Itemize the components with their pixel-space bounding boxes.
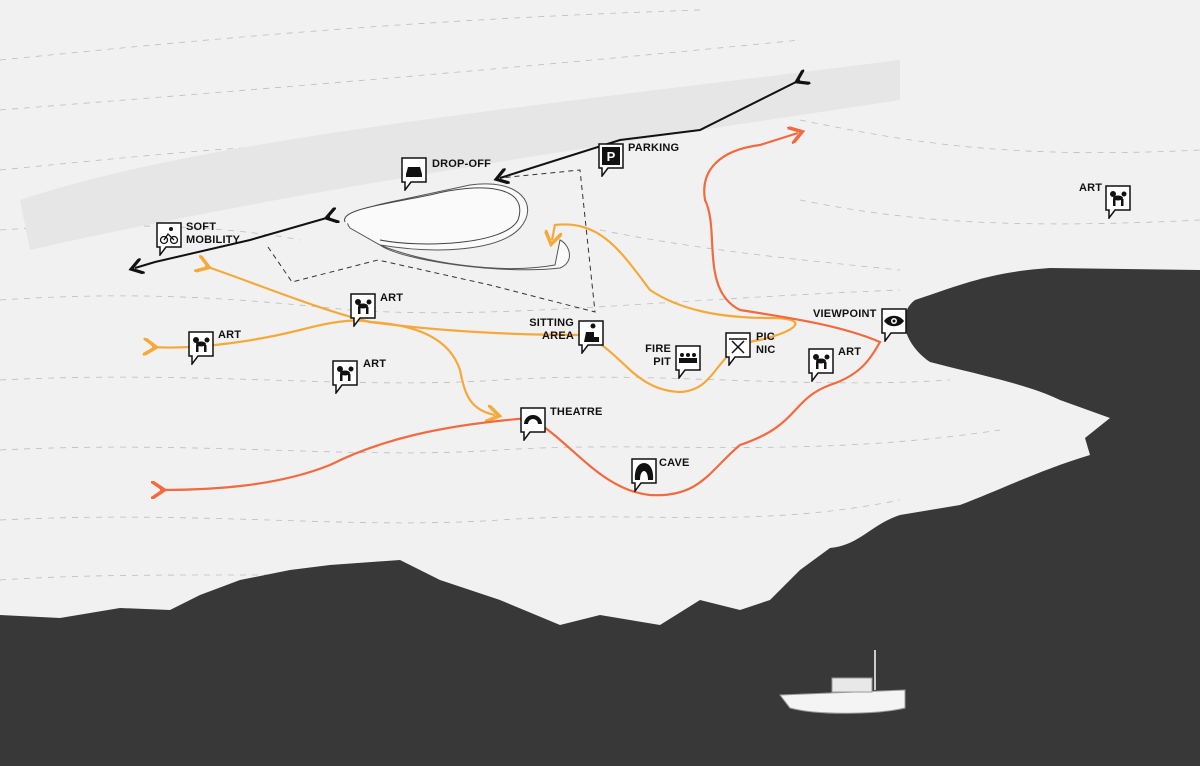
- theatre-label: THEATRE: [550, 406, 603, 418]
- viewpoint-label: VIEWPOINT: [813, 308, 877, 320]
- art-label: ART: [838, 346, 862, 358]
- cave-icon[interactable]: [631, 458, 657, 492]
- red-routes: [160, 133, 882, 495]
- car-icon[interactable]: [401, 157, 427, 191]
- eye-icon[interactable]: [881, 308, 907, 342]
- art-label: ART: [1079, 182, 1103, 194]
- bicycle-icon[interactable]: [156, 222, 182, 256]
- balloon-dog-icon[interactable]: [188, 331, 214, 365]
- balloon-dog-icon[interactable]: [350, 293, 376, 327]
- sitting-icon[interactable]: [578, 320, 604, 354]
- art-label: ART: [363, 358, 387, 370]
- drop-off-label: DROP-OFF: [432, 158, 492, 170]
- art-label: ART: [218, 329, 242, 341]
- balloon-dog-icon[interactable]: [332, 360, 358, 394]
- picnic-table-icon[interactable]: [725, 332, 751, 366]
- building: [344, 183, 570, 271]
- balloon-dog-icon[interactable]: [808, 348, 834, 382]
- water: [0, 268, 1200, 766]
- boat: [779, 650, 906, 714]
- cave-label: CAVE: [659, 457, 690, 469]
- balloon-dog-icon[interactable]: [1105, 185, 1131, 219]
- orange-routes: [152, 223, 797, 415]
- art-label: ART: [380, 292, 404, 304]
- group-icon[interactable]: [675, 345, 701, 379]
- parking-icon[interactable]: P: [598, 143, 624, 177]
- svg-text:P: P: [607, 149, 616, 164]
- parking-label: PARKING: [628, 142, 680, 154]
- theatre-icon[interactable]: [520, 407, 546, 441]
